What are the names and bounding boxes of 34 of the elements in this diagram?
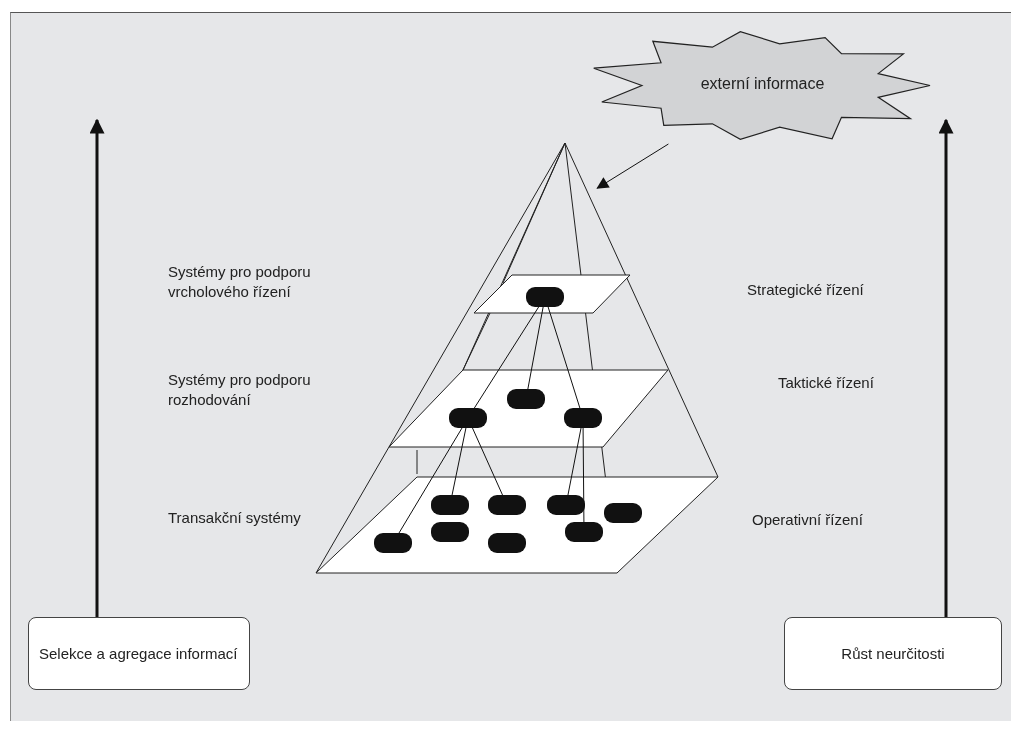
box-text: Růst neurčitosti [841,643,945,664]
system-pill [547,495,585,515]
level-label: Transakční systémy [168,508,302,528]
system-pill [488,533,526,553]
text-box [28,617,250,690]
connector-line [582,427,585,523]
arrow [596,143,669,189]
burst-text: externí informace [699,75,826,93]
system-pill [374,533,412,553]
connector-line [451,427,467,496]
system-pill [564,408,602,428]
arrow [89,118,105,617]
system-pill [565,522,603,542]
system-pill [488,495,526,515]
connector-line [547,306,581,409]
system-pill [449,408,487,428]
level-label: Taktické řízení [778,373,875,393]
connector-line [473,306,540,409]
level-label: Operativní řízení [752,510,864,530]
level-label: Systémy pro podporu rozhodování [168,370,312,409]
system-pill [431,495,469,515]
system-pill [507,389,545,409]
text-box [784,617,1002,690]
connector-line [527,306,544,390]
connector-line [472,427,503,496]
system-pill [526,287,564,307]
arrow [938,118,954,617]
system-pill [431,522,469,542]
connector-line [398,427,463,534]
box-text: Selekce a agregace informací [39,643,238,664]
connector-line [567,427,582,496]
level-label: Strategické řízení [747,280,865,300]
system-pill [604,503,642,523]
level-label: Systémy pro podporu vrcholového řízení [168,262,312,301]
